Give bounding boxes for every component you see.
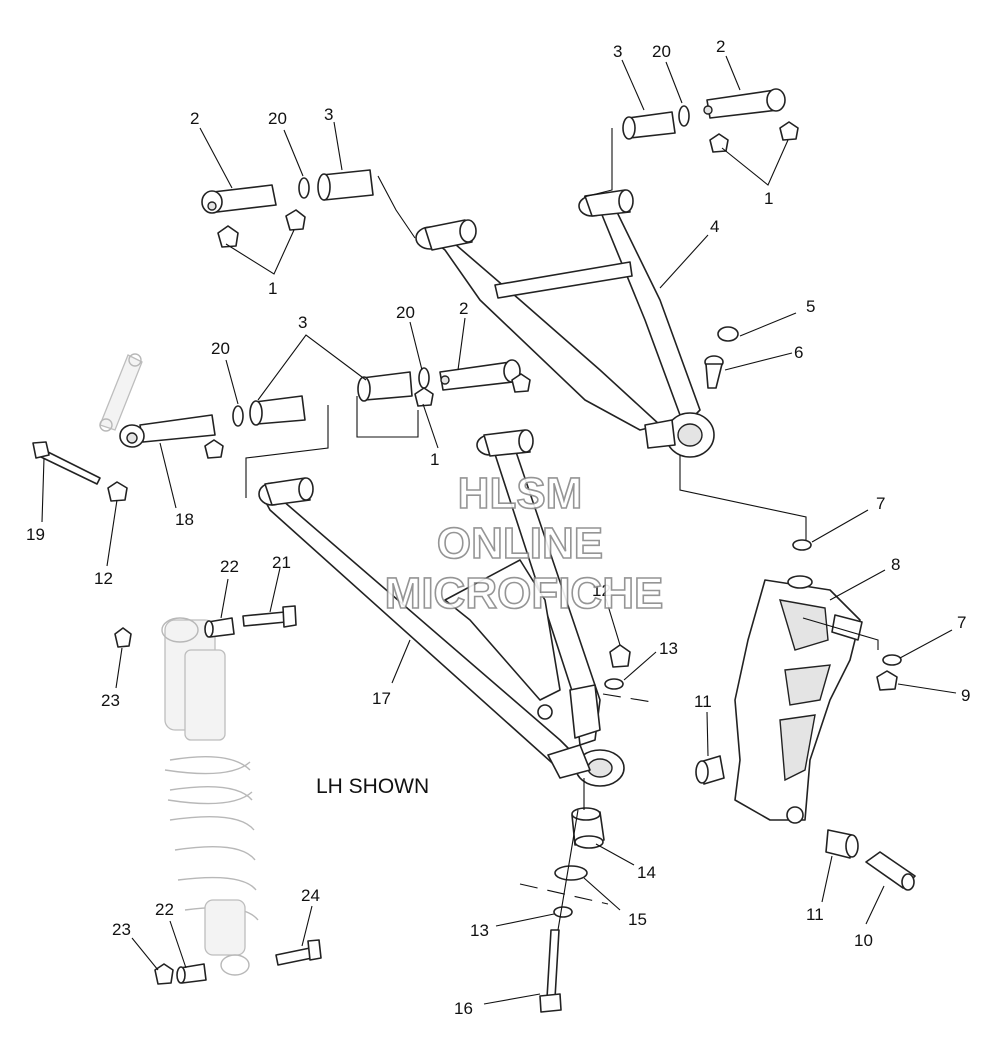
- pivot-bolt-18: [119, 414, 216, 448]
- callout-labels: 2 20 3 1 3 20 2 1 4 5 6 20 3 20 2 1 19 1…: [26, 37, 970, 1018]
- bushing: [317, 169, 374, 201]
- callout-2: 2: [459, 299, 468, 318]
- shock-absorber: [161, 617, 259, 976]
- callout-11: 11: [806, 905, 824, 924]
- bushing: [249, 395, 306, 426]
- ball-joint-stud: [704, 355, 724, 389]
- callout-21: 21: [272, 553, 291, 572]
- callout-10: 10: [854, 931, 873, 950]
- callout-7: 7: [876, 494, 885, 513]
- callout-20: 20: [652, 42, 671, 61]
- spacer: [176, 617, 235, 984]
- assembly-guides: [245, 128, 879, 931]
- pivot-bolt: [439, 359, 521, 391]
- callout-20: 20: [211, 339, 230, 358]
- callout-9: 9: [961, 686, 970, 705]
- pivot-bolt: [703, 88, 786, 119]
- lock-nut: [107, 121, 898, 985]
- callout-13: 13: [470, 921, 489, 940]
- callout-24: 24: [301, 886, 320, 905]
- callout-2: 2: [190, 109, 199, 128]
- bushing: [622, 111, 676, 140]
- bolt: [539, 929, 562, 1013]
- callout-23: 23: [101, 691, 120, 710]
- ball-joint: [571, 807, 605, 849]
- callout-20: 20: [396, 303, 415, 322]
- watermark-line-3: MICROFICHE: [385, 569, 664, 618]
- callout-16: 16: [454, 999, 473, 1018]
- bolt: [32, 441, 101, 485]
- lh-shown-note: LH SHOWN: [316, 775, 429, 798]
- lower-a-arm: [258, 429, 625, 787]
- callout-15: 15: [628, 910, 647, 929]
- callout-8: 8: [891, 555, 900, 574]
- callout-17: 17: [372, 689, 391, 708]
- knuckle-bushing: [695, 755, 859, 859]
- spindle-knuckle: [734, 575, 863, 824]
- callout-14: 14: [637, 863, 656, 882]
- stabilizer-link: [99, 353, 143, 432]
- callout-1: 1: [764, 189, 773, 208]
- callout-1: 1: [268, 279, 277, 298]
- upper-a-arm: [415, 189, 715, 458]
- callout-5: 5: [806, 297, 815, 316]
- bushing: [357, 371, 413, 402]
- callout-6: 6: [794, 343, 803, 362]
- callout-22: 22: [155, 900, 174, 919]
- callout-23: 23: [112, 920, 131, 939]
- retaining-ring: [554, 326, 739, 881]
- callout-13: 13: [659, 639, 678, 658]
- bolt: [242, 605, 297, 628]
- callout-leaders: [41, 55, 957, 1005]
- callout-3: 3: [298, 313, 307, 332]
- callout-22: 22: [220, 557, 239, 576]
- watermark-line-1: HLSM: [458, 469, 583, 518]
- bolt: [275, 939, 322, 966]
- callout-2: 2: [716, 37, 725, 56]
- callout-18: 18: [175, 510, 194, 529]
- thrust-washer: [232, 105, 690, 427]
- callout-12: 12: [592, 581, 611, 600]
- pin-10: [865, 851, 916, 891]
- callout-19: 19: [26, 525, 45, 544]
- callout-20: 20: [268, 109, 287, 128]
- callout-3: 3: [324, 105, 333, 124]
- callout-1: 1: [430, 450, 439, 469]
- washer: [553, 539, 902, 918]
- callout-12: 12: [94, 569, 113, 588]
- callout-4: 4: [710, 217, 719, 236]
- callout-11: 11: [694, 692, 712, 711]
- watermark: HLSM ONLINE MICROFICHE: [384, 468, 664, 619]
- watermark-line-2: ONLINE: [437, 519, 603, 568]
- callout-3: 3: [613, 42, 622, 61]
- callout-7: 7: [957, 613, 966, 632]
- pivot-bolt: [201, 184, 277, 214]
